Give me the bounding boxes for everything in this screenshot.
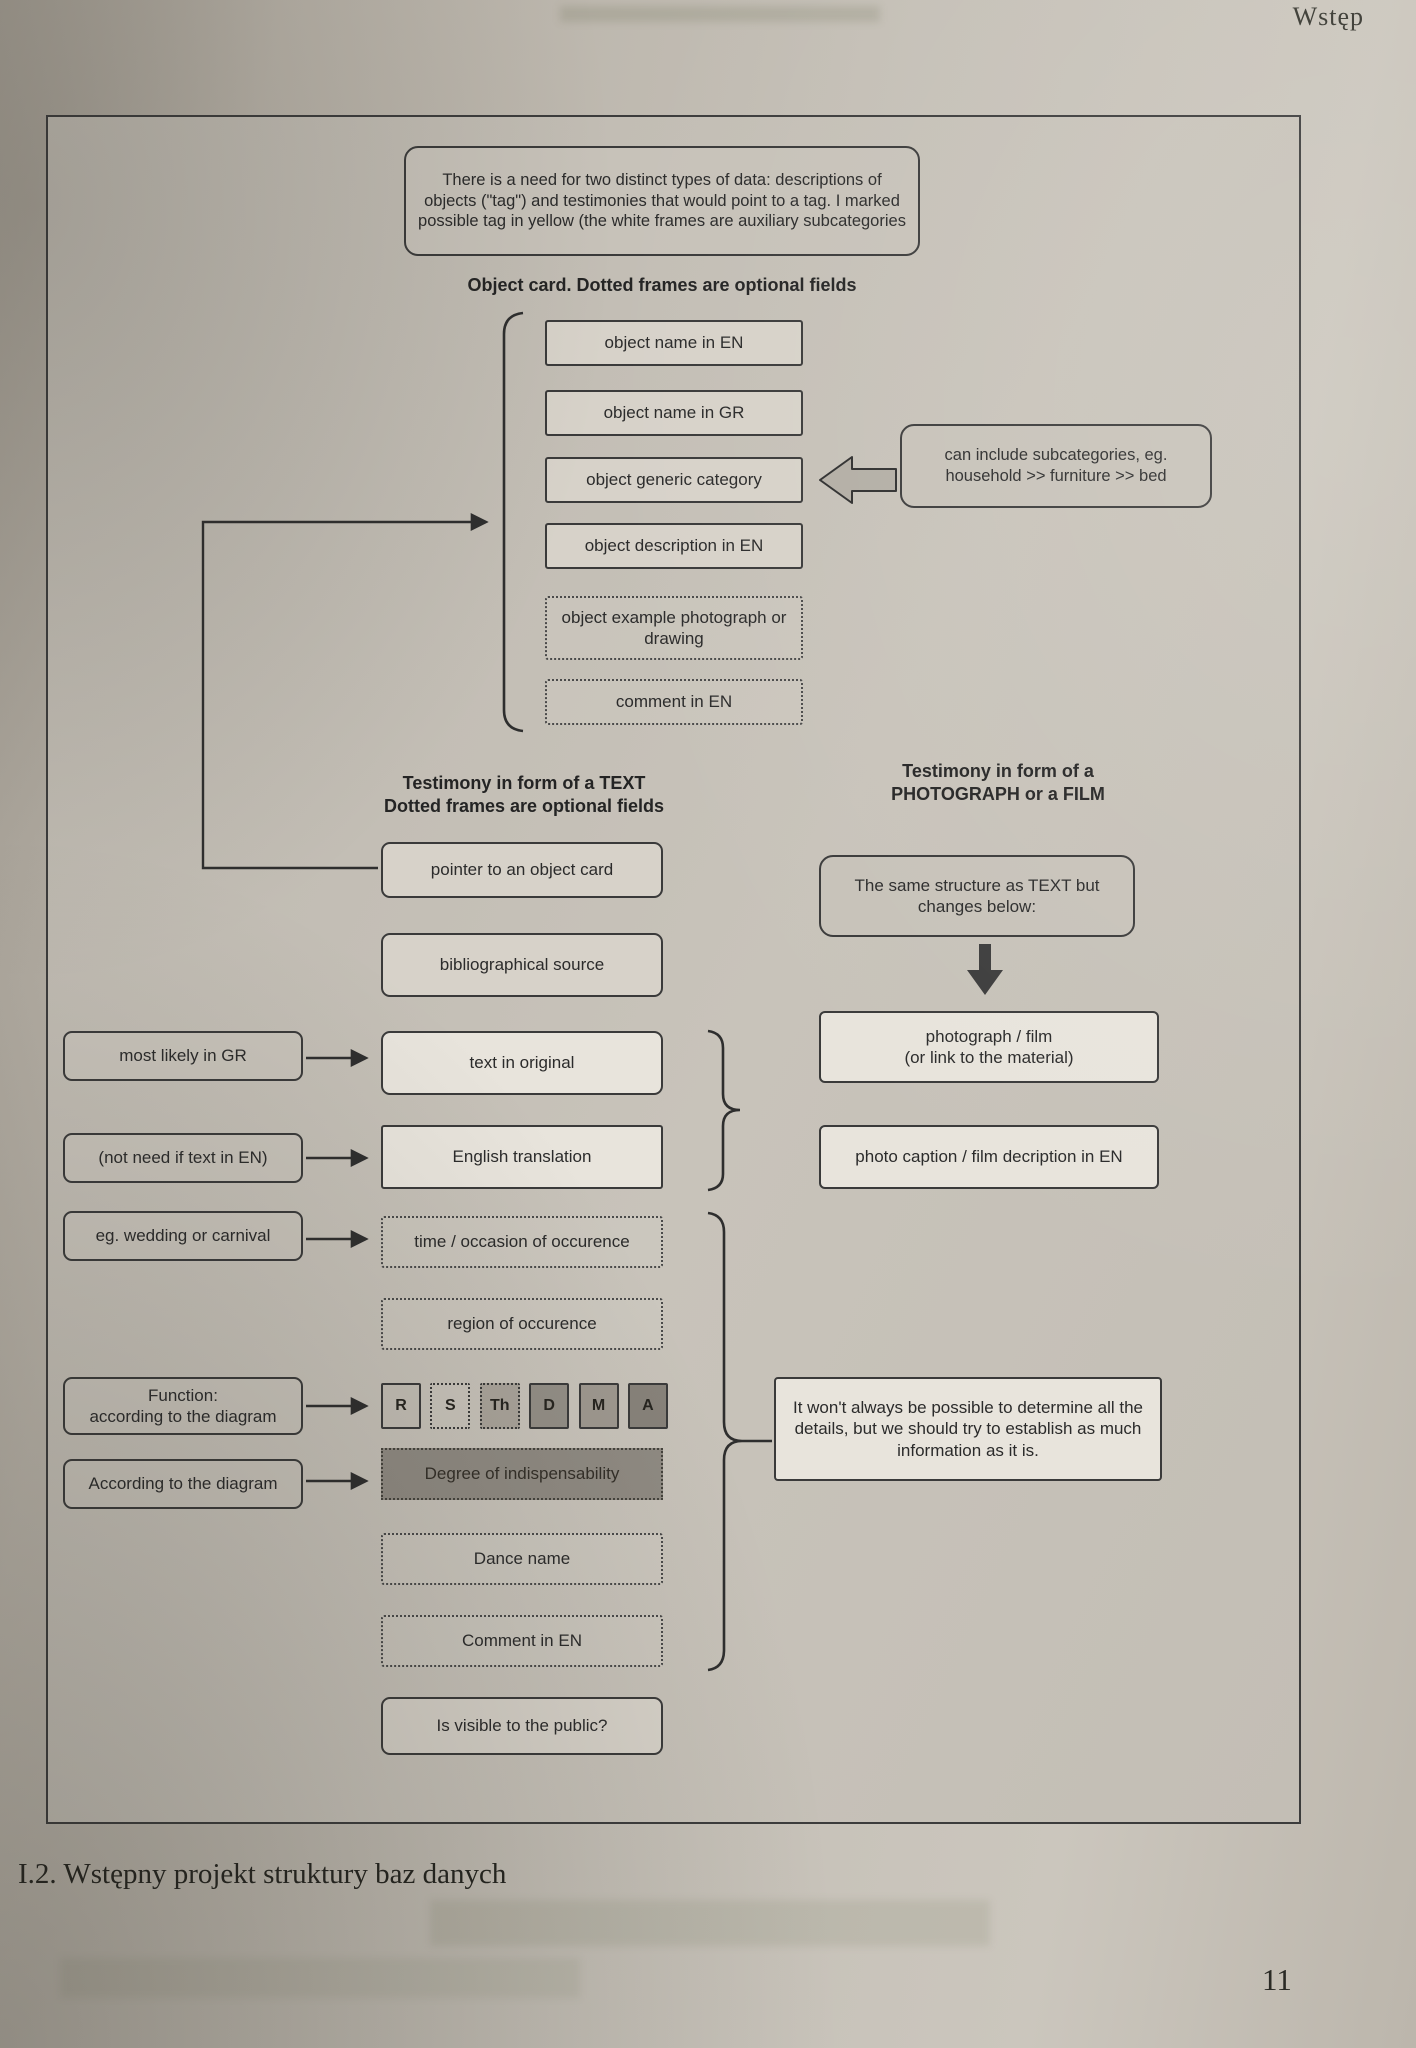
function-code: S [445, 1397, 456, 1414]
annotation-wedding: eg. wedding or carnival [63, 1211, 303, 1261]
testimony-text-label: Testimony in form of a TEXT Dotted frame… [383, 773, 665, 817]
time-occasion-field: time / occasion of occurence [381, 1216, 663, 1268]
scan-smudge [60, 1958, 580, 1998]
field-label: Is visible to the public? [436, 1716, 608, 1736]
field-label: region of occurence [447, 1314, 597, 1334]
object-card-field: object generic category [545, 457, 803, 503]
subcategories-note-text: can include subcategories, eg. household… [944, 446, 1168, 485]
diagram-frame [46, 115, 1301, 1824]
scan-smudge [560, 6, 880, 22]
annotation-label: (not need if text in EN) [98, 1148, 268, 1168]
english-translation-field: English translation [381, 1125, 663, 1189]
subcategories-note: can include subcategories, eg. household… [900, 424, 1212, 508]
function-code-box: A [627, 1383, 668, 1429]
note-text: It won't always be possible to determine… [792, 1398, 1144, 1460]
field-label: object example photograph or drawing [561, 607, 787, 648]
same-structure-note: The same structure as TEXT but changes b… [819, 855, 1135, 937]
annotation-label: eg. wedding or carnival [95, 1226, 271, 1246]
annotation-label: According to the diagram [88, 1474, 278, 1494]
photo-caption-field: photo caption / film decription in EN [819, 1125, 1159, 1189]
page-header: Wstęp [1292, 2, 1364, 31]
field-label: Dance name [473, 1549, 571, 1569]
field-label: English translation [452, 1147, 592, 1167]
function-code: D [543, 1397, 555, 1414]
pointer-to-object-card-field: pointer to an object card [381, 842, 663, 898]
annotation-not-need: (not need if text in EN) [63, 1133, 303, 1183]
details-note: It won't always be possible to determine… [774, 1377, 1162, 1481]
function-code: R [395, 1397, 407, 1414]
scan-smudge [430, 1900, 990, 1946]
annotation-label: most likely in GR [119, 1046, 247, 1066]
note-text: The same structure as TEXT but changes b… [854, 875, 1100, 916]
dance-name-field: Dance name [381, 1533, 663, 1585]
field-label: comment in EN [615, 692, 733, 712]
field-label: text in original [469, 1053, 575, 1073]
degree-field: Degree of indispensability [381, 1448, 663, 1500]
field-label: object description in EN [584, 536, 764, 556]
region-field: region of occurence [381, 1298, 663, 1350]
annotation-most-likely: most likely in GR [63, 1031, 303, 1081]
function-code-box: M [578, 1383, 619, 1429]
function-code-box: Th [479, 1383, 520, 1429]
annotation-according: According to the diagram [63, 1459, 303, 1509]
top-note: There is a need for two distinct types o… [404, 146, 920, 256]
function-code: Th [490, 1397, 510, 1414]
comment-field: Comment in EN [381, 1615, 663, 1667]
function-code: A [642, 1397, 654, 1414]
object-card-field: comment in EN [545, 679, 803, 725]
field-label: object generic category [586, 470, 762, 490]
field-label: photograph / film (or link to the materi… [904, 1026, 1074, 1067]
page-caption: I.2. Wstępny projekt struktury baz danyc… [18, 1858, 507, 1890]
field-label: pointer to an object card [430, 860, 614, 880]
text-in-original-field: text in original [381, 1031, 663, 1095]
annotation-label: Function: according to the diagram [89, 1385, 277, 1426]
field-label: photo caption / film decription in EN [855, 1147, 1123, 1167]
top-note-text: There is a need for two distinct types o… [418, 171, 906, 231]
object-card-field: object name in EN [545, 320, 803, 366]
object-card-field: object name in GR [545, 390, 803, 436]
field-label: Degree of indispensability [424, 1464, 620, 1484]
object-card-label: Object card. Dotted frames are optional … [467, 275, 857, 295]
annotation-function: Function: according to the diagram [63, 1377, 303, 1435]
page-number: 11 [1262, 1962, 1292, 1997]
object-card-field: object example photograph or drawing [545, 596, 803, 660]
function-code-box: D [529, 1383, 570, 1429]
field-label: object name in GR [603, 403, 745, 423]
field-label: bibliographical source [439, 955, 605, 975]
visible-field: Is visible to the public? [381, 1697, 663, 1755]
function-code: M [591, 1397, 606, 1414]
function-code-row: R S Th D M A [381, 1383, 668, 1429]
testimony-photo-label: Testimony in form of a PHOTOGRAPH or a F… [891, 761, 1105, 805]
function-code-box: S [430, 1383, 471, 1429]
photograph-film-field: photograph / film (or link to the materi… [819, 1011, 1159, 1083]
field-label: Comment in EN [462, 1631, 582, 1651]
field-label: time / occasion of occurence [414, 1232, 630, 1252]
object-card-field: object description in EN [545, 523, 803, 569]
bibliographical-source-field: bibliographical source [381, 933, 663, 997]
field-label: object name in EN [604, 333, 744, 353]
function-code-box: R [381, 1383, 421, 1429]
